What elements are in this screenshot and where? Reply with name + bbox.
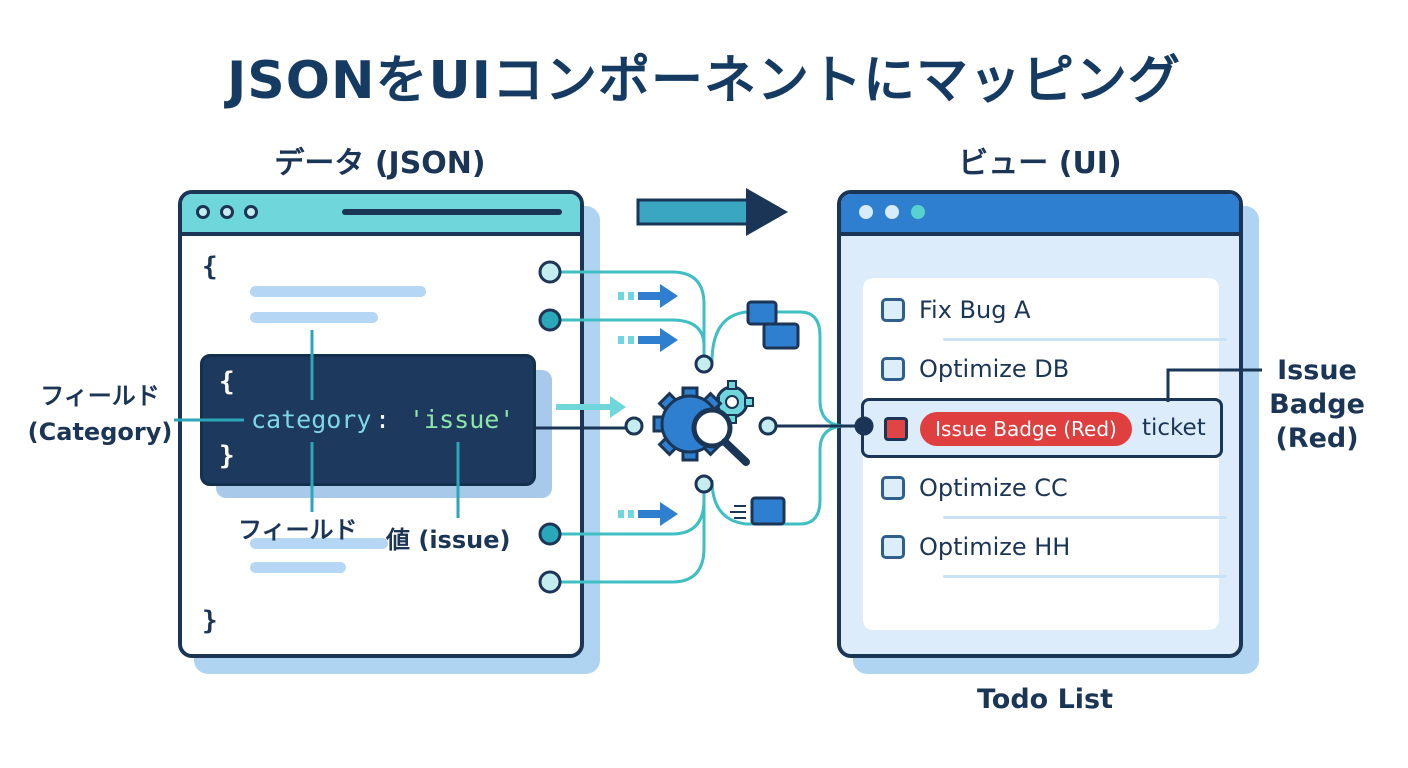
- window-dot-icon: [911, 205, 925, 219]
- json-line-placeholder: [250, 312, 378, 323]
- callout-line: (Red): [1275, 423, 1359, 454]
- window-dot-icon: [244, 205, 258, 219]
- todo-label: Fix Bug A: [919, 296, 1031, 324]
- divider: [943, 575, 1227, 578]
- issue-badge: Issue Badge (Red): [920, 412, 1132, 446]
- mapping-arrow-icon: [636, 188, 788, 236]
- flow-arrow-icon: [618, 284, 678, 308]
- todo-list-caption: Todo List: [976, 684, 1114, 715]
- diagram-title: JSONをUIコンポーネントにマッピング: [226, 51, 1182, 111]
- callout-line: Issue: [1277, 355, 1357, 386]
- window-dot-icon: [196, 205, 210, 219]
- divider: [943, 338, 1227, 341]
- speed-lines-icon: [730, 505, 746, 519]
- todo-label: Optimize HH: [919, 533, 1071, 561]
- todo-item[interactable]: Optimize DB: [881, 349, 1069, 389]
- field-label: フィールド: [238, 516, 358, 544]
- badge-callout-line: [1166, 368, 1262, 402]
- address-bar: [342, 209, 562, 215]
- checkbox[interactable]: [881, 535, 905, 559]
- component-block-icon: [746, 300, 800, 526]
- issue-todo-item[interactable]: Issue Badge (Red) ticket: [861, 398, 1223, 458]
- ticket-label: ticket: [1142, 415, 1206, 441]
- window-dot-icon: [859, 205, 873, 219]
- json-line-placeholder: [250, 538, 388, 549]
- json-line-placeholder: [250, 562, 346, 573]
- window-dot-icon: [885, 205, 899, 219]
- field-label-line: フィールド: [40, 382, 160, 410]
- ui-window-titlebar: [841, 194, 1239, 236]
- ui-heading: ビュー (UI): [958, 146, 1122, 181]
- code-colon: :: [375, 405, 391, 434]
- ui-window: Fix Bug A Optimize DB Optimize CC Optimi…: [837, 190, 1243, 658]
- todo-item[interactable]: Fix Bug A: [881, 290, 1031, 330]
- issue-badge-callout: Issue Badge (Red): [1262, 354, 1372, 456]
- flow-arrow-icon: [618, 328, 678, 352]
- issue-checkbox[interactable]: [884, 417, 908, 441]
- checkbox[interactable]: [881, 357, 905, 381]
- flow-arrow-icon: [556, 396, 626, 418]
- code-value: 'issue': [409, 405, 515, 434]
- code-open-brace: {: [219, 367, 235, 397]
- flow-arrow-icon: [618, 502, 678, 526]
- json-window-titlebar: [182, 194, 580, 236]
- checkbox[interactable]: [881, 476, 905, 500]
- gear-magnifier-icon: [652, 380, 754, 466]
- code-key: category: [251, 405, 372, 434]
- field-label-line: (Category): [27, 418, 173, 446]
- todo-item[interactable]: Optimize CC: [881, 468, 1068, 508]
- code-close-brace: }: [219, 441, 235, 471]
- field-leader-lines: [174, 330, 460, 518]
- code-block: { category : 'issue' }: [200, 354, 536, 486]
- value-label: 値 (issue): [386, 526, 511, 554]
- json-close-brace: }: [202, 606, 218, 636]
- divider: [943, 516, 1227, 519]
- callout-line: Badge: [1269, 389, 1365, 420]
- json-open-brace: {: [202, 252, 218, 282]
- todo-label: Optimize DB: [919, 355, 1070, 383]
- todo-label: Optimize CC: [919, 474, 1068, 502]
- todo-item[interactable]: Optimize HH: [881, 527, 1070, 567]
- json-line-placeholder: [250, 286, 426, 297]
- checkbox[interactable]: [881, 298, 905, 322]
- field-category-label: フィールド (Category): [20, 378, 180, 450]
- window-dot-icon: [220, 205, 234, 219]
- connector-nodes: [538, 260, 874, 594]
- json-heading: データ (JSON): [274, 146, 486, 181]
